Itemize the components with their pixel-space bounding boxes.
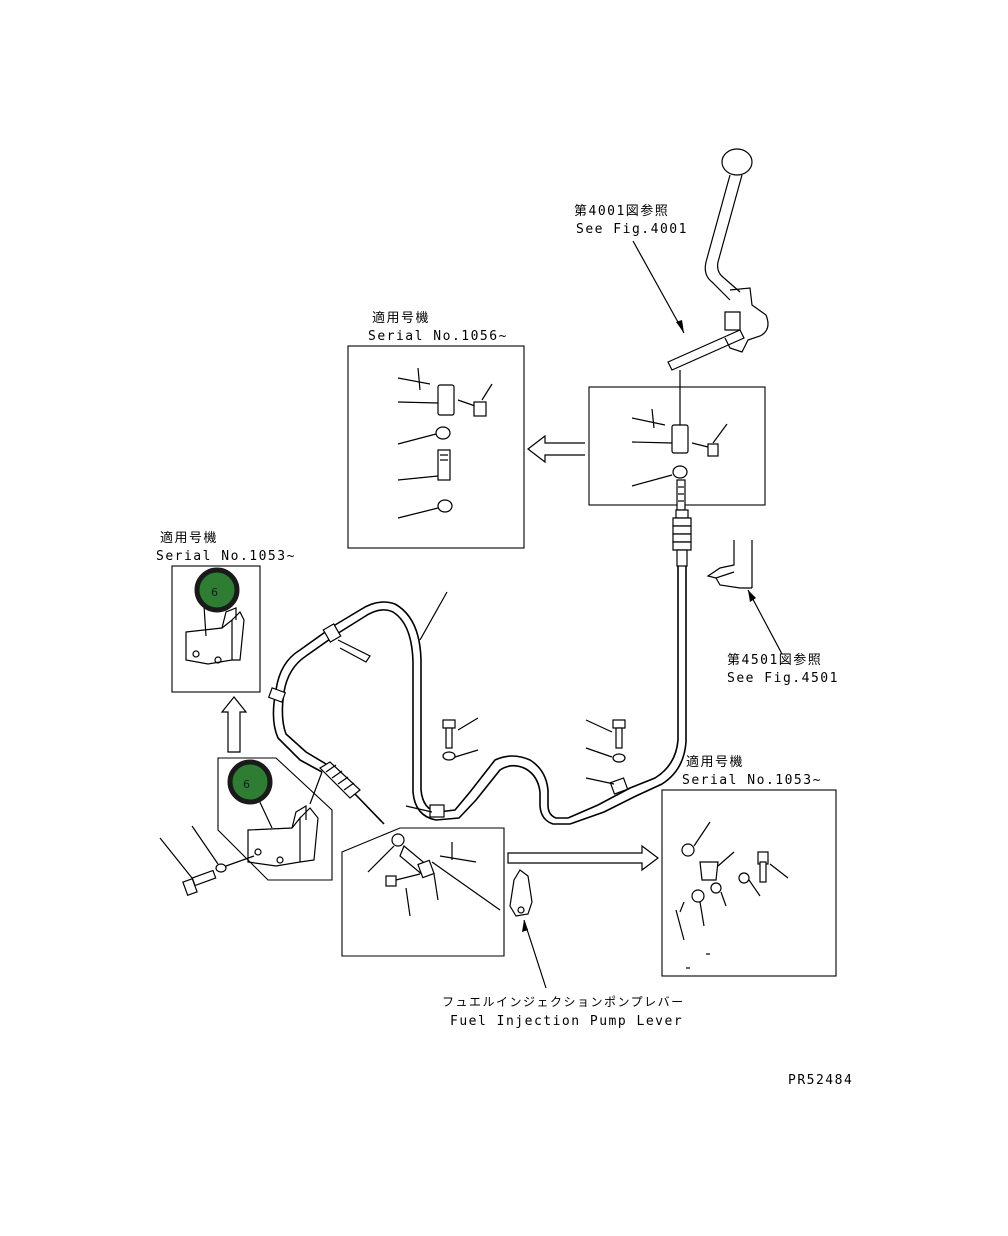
callout-6-lower[interactable]: 6	[227, 759, 273, 805]
serial-left-en: Serial No.1053~	[156, 549, 296, 564]
ref-4501-en: See Fig.4501	[727, 671, 839, 686]
ref-4001: 第4001図参照 See Fig.4001	[574, 203, 688, 334]
clevis-box-right	[588, 370, 766, 511]
control-lever	[667, 148, 769, 371]
serial-box-top-center: 適用号機 Serial No.1056~	[347, 310, 525, 549]
bolt-washer-far-left	[159, 825, 255, 897]
pump-lever-box	[341, 827, 505, 957]
ref-4501: 第4501図参照 See Fig.4501	[706, 540, 839, 686]
serial-box-left: 適用号機 Serial No.1053~	[156, 530, 296, 693]
bolt-washer-center-right	[585, 719, 626, 763]
callout-6-lower-number: 6	[243, 778, 250, 791]
arrow-left	[527, 434, 585, 464]
serial-top-jp: 適用号機	[372, 310, 430, 326]
ref-4001-jp: 第4001図参照	[574, 203, 669, 219]
ref-4001-en: See Fig.4001	[576, 222, 688, 237]
bracket-box-lower-left	[217, 757, 333, 881]
serial-box-bottom-right: 適用号機 Serial No.1053~	[661, 754, 837, 977]
arrow-up	[220, 696, 248, 753]
bolt-washer-center-left	[442, 717, 479, 761]
arrow-right	[507, 844, 659, 872]
pump-lever-en: Fuel Injection Pump Lever	[450, 1014, 683, 1029]
serial-left-jp: 適用号機	[160, 530, 218, 546]
pump-lever: フュエルインジェクションポンプレバー Fuel Injection Pump L…	[442, 869, 685, 1029]
throttle-cable	[267, 566, 687, 825]
cable-boot-upper	[672, 509, 692, 567]
serial-top-en: Serial No.1056~	[368, 329, 508, 344]
pump-lever-jp: フュエルインジェクションポンプレバー	[442, 995, 685, 1009]
serial-br-jp: 適用号機	[686, 754, 744, 770]
callout-6-upper[interactable]: 6	[194, 567, 240, 613]
drawing-code: PR52484	[788, 1073, 853, 1088]
ref-4501-jp: 第4501図参照	[727, 652, 822, 668]
serial-br-en: Serial No.1053~	[682, 773, 822, 788]
callout-6-upper-number: 6	[211, 586, 218, 599]
